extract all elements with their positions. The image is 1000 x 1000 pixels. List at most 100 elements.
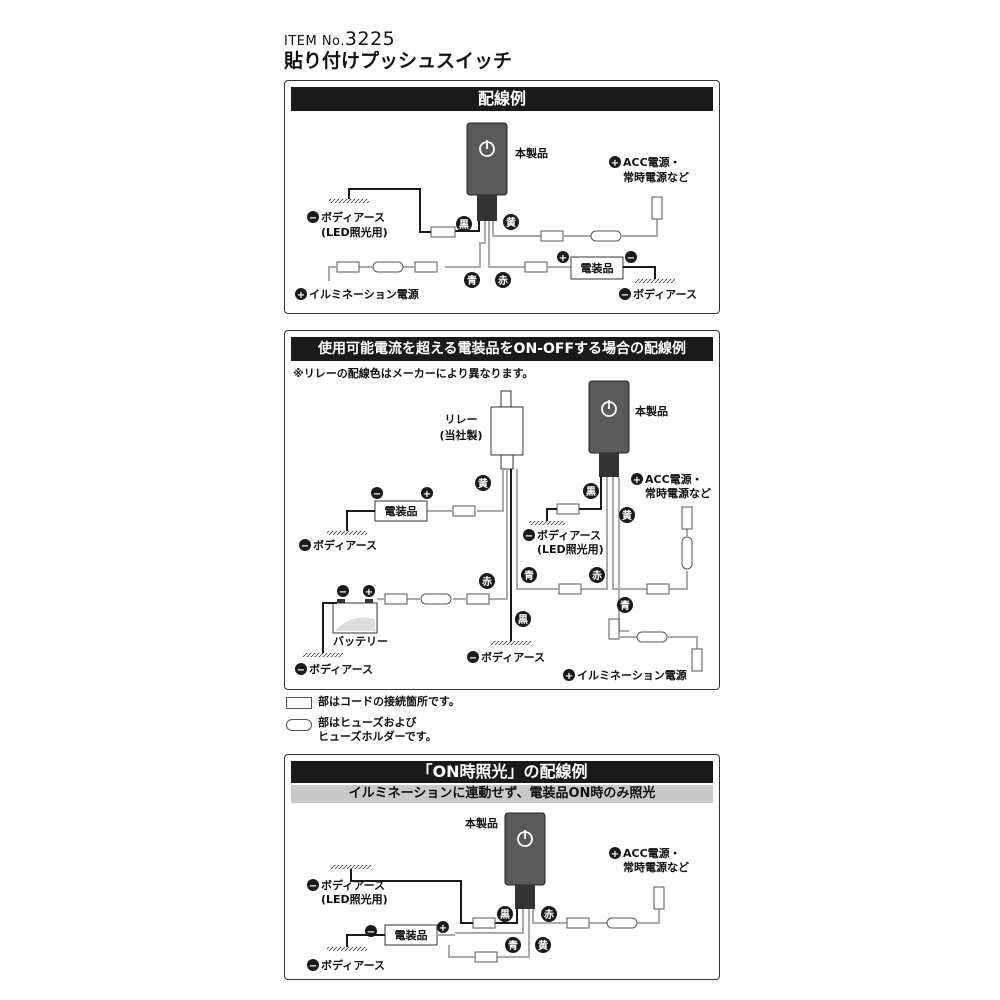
earth-minus-icon: − <box>307 879 319 892</box>
fuse-legend-line-2: ヒューズホルダーです。 <box>318 730 437 743</box>
earth-minus-icon: − <box>307 211 319 224</box>
svg-text:黄: 黄 <box>538 939 548 952</box>
illumination-plus-icon: + <box>563 669 575 682</box>
body-earth-label: ボディアース <box>321 210 385 224</box>
switch-connector <box>599 453 619 477</box>
device-minus-icon: − <box>625 251 637 264</box>
body-earth-label-2: ボディアース <box>321 958 385 972</box>
earth-minus-icon-2: − <box>307 959 319 972</box>
svg-text:−: − <box>469 653 477 664</box>
svg-text:黄: 黄 <box>622 509 632 522</box>
earth-minus-icon: − <box>299 539 311 552</box>
body-earth-label-2: ボディアース <box>633 287 697 301</box>
svg-text:−: − <box>525 531 533 542</box>
battery-label: バッテリー <box>333 635 388 648</box>
svg-text:赤: 赤 <box>592 569 602 582</box>
body-earth-label-4: ボディアース <box>537 528 601 542</box>
fuse-legend-text: 部はヒューズおよび ヒューズホルダーです。 <box>318 716 437 744</box>
svg-text:+: + <box>439 923 447 934</box>
svg-text:赤: 赤 <box>544 908 554 921</box>
device-plus-icon: + <box>421 487 433 500</box>
acc-label: ACC電源・ <box>645 472 703 486</box>
acc-label: ACC電源・ <box>623 846 681 860</box>
svg-text:+: + <box>423 489 431 500</box>
relay-own-label: (当社製) <box>439 428 482 442</box>
device-minus-icon: − <box>365 925 377 938</box>
item-number: 3225 <box>344 28 396 50</box>
device-minus-icon: − <box>371 487 383 500</box>
device-plus-icon: + <box>557 251 569 264</box>
connector-legend-icon <box>286 697 312 709</box>
body-earth-label: ボディアース <box>313 538 377 552</box>
svg-text:黄: 黄 <box>506 216 516 229</box>
switch-badge-blue: 青 <box>521 567 537 583</box>
illumination-label: イルミネーション電源 <box>309 287 419 301</box>
acc-plus-icon: + <box>609 156 621 169</box>
fuse-legend-line-1: 部はヒューズおよび <box>318 716 417 729</box>
svg-text:黒: 黒 <box>459 219 469 231</box>
body-earth-label-2: ボディアース <box>309 662 373 676</box>
wiring-panel-relay: 使用可能電流を超える電装品をON-OFFする場合の配線例 ※リレーの配線色はメー… <box>284 330 720 690</box>
svg-text:−: − <box>627 253 635 264</box>
wire-badge-yellow: 黄 <box>503 214 519 230</box>
relay-badge-red: 赤 <box>479 573 495 589</box>
power-icon <box>601 400 617 417</box>
svg-text:−: − <box>309 961 317 972</box>
device-plus-icon: + <box>437 921 449 934</box>
relay-badge-black: 黒 <box>515 611 531 627</box>
svg-text:+: + <box>559 253 567 264</box>
svg-text:青: 青 <box>620 599 630 612</box>
relay <box>490 390 524 470</box>
switch-badge-blue-2: 青 <box>617 597 633 613</box>
wire-badge-blue: 青 <box>505 937 521 953</box>
wiring-panel-on-lighting: 「ON時照光」の配線例 イルミネーションに連動せず、電装品ON時のみ照光 本製品… <box>284 754 720 980</box>
svg-text:+: + <box>565 671 573 682</box>
acc-label-2: 常時電源など <box>645 486 711 500</box>
earth-minus-icon-3: − <box>467 651 479 664</box>
svg-text:黒: 黒 <box>518 614 528 626</box>
wire-badge-blue: 青 <box>464 272 480 288</box>
relay-label: リレー <box>445 413 478 426</box>
wiring-diagram: リレー (当社製) 本製品 電装品 − + − ボディアース <box>295 380 711 682</box>
svg-text:−: − <box>621 290 629 301</box>
power-icon <box>517 830 533 847</box>
wire-badge-red: 赤 <box>495 272 511 288</box>
earth-minus-icon-2: − <box>295 663 307 676</box>
product-label: 本製品 <box>515 146 548 160</box>
relay-note: ※リレーの配線色はメーカーにより異なります。 <box>293 367 534 380</box>
battery-minus-icon: − <box>337 585 349 598</box>
panel-title: 「ON時照光」の配線例 <box>291 761 713 783</box>
connector-legend-text: 部はコードの接続箇所です。 <box>318 695 460 708</box>
svg-text:−: − <box>309 881 317 892</box>
svg-text:+: + <box>611 158 619 169</box>
earth-minus-icon-4: − <box>523 529 535 542</box>
wire-badge-black: 黒 <box>497 906 513 922</box>
wiring-diagram: 本製品 − ボディアース (LED照光用) + ACC電源・ 常時電源など 電装… <box>307 812 689 972</box>
battery <box>332 599 378 634</box>
svg-text:+: + <box>611 849 619 860</box>
svg-text:−: − <box>301 541 309 552</box>
wire-badge-yellow: 黄 <box>535 937 551 953</box>
body-earth-label-3: ボディアース <box>481 650 545 664</box>
switch-body <box>504 812 546 886</box>
product-label: 本製品 <box>635 404 668 418</box>
wiring-diagram: 電装品 黒 黄 青 赤 + − 本製品 + ACC電源・ 常時電源など − ボデ… <box>295 122 697 301</box>
switch-badge-black: 黒 <box>583 483 599 499</box>
body-earth-label: ボディアース <box>321 878 385 892</box>
led-use-label: (LED照光用) <box>321 892 388 906</box>
led-use-label: (LED照光用) <box>537 542 604 556</box>
earth-minus-icon-2: − <box>619 288 631 301</box>
wire-badge-red: 赤 <box>541 906 557 922</box>
acc-label: ACC電源・ <box>623 155 681 169</box>
panel-subtitle: イルミネーションに連動せず、電装品ON時のみ照光 <box>291 785 713 803</box>
item-number-line: ITEM No.3225 <box>284 28 395 50</box>
wiring-panel-basic: 配線例 <box>284 80 720 314</box>
device-label: 電装品 <box>385 504 418 518</box>
fuse-legend-icon <box>286 719 312 731</box>
svg-text:青: 青 <box>467 274 477 287</box>
battery-plus-icon: + <box>363 585 375 598</box>
svg-text:−: − <box>367 927 375 938</box>
illumination-label: イルミネーション電源 <box>577 668 687 682</box>
svg-text:+: + <box>297 290 305 301</box>
svg-text:黒: 黒 <box>586 486 596 498</box>
